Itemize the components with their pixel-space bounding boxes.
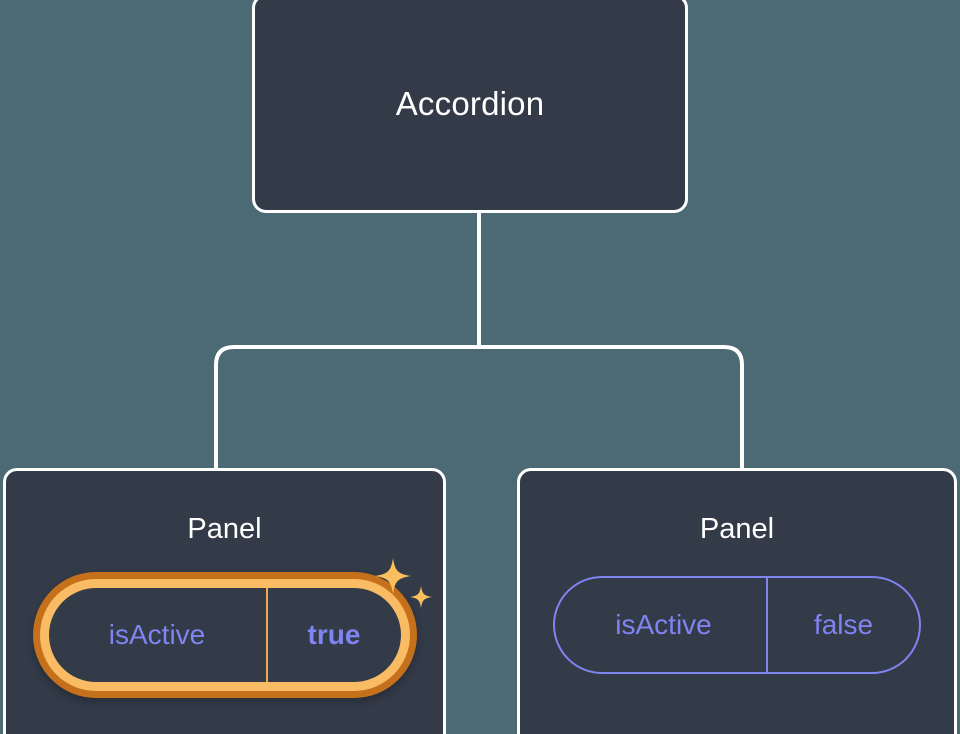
tree-node-accordion[interactable]: Accordion <box>252 0 688 213</box>
prop-value: true <box>307 619 361 650</box>
prop-pill-highlight-inner-ring: isActive true <box>39 579 410 691</box>
connector-branch <box>214 345 744 468</box>
tree-node-panel-active[interactable]: Panel isActive true <box>3 468 446 734</box>
prop-pill[interactable]: isActive false <box>553 576 921 674</box>
prop-pill: isActive true <box>48 588 401 682</box>
sparkle-icon-small <box>409 586 432 608</box>
node-title: Accordion <box>395 85 545 122</box>
prop-key: isActive <box>49 588 268 682</box>
node-title: Panel <box>187 513 262 545</box>
tree-node-panel-inactive[interactable]: Panel isActive false <box>517 468 957 734</box>
prop-value: false <box>813 609 874 640</box>
prop-pill-highlighted-wrap: isActive true <box>32 558 432 698</box>
prop-key: isActive <box>555 578 768 672</box>
prop-pill-highlight-ring[interactable]: isActive true <box>32 572 417 698</box>
node-title: Panel <box>699 513 775 545</box>
